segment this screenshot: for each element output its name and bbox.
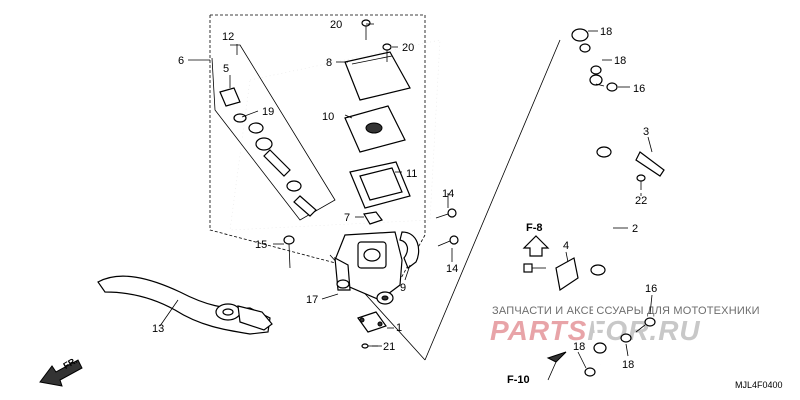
hose-clamp: [635, 151, 665, 177]
callout-12: 12: [222, 31, 234, 43]
callout-1: 1: [396, 322, 402, 334]
small-bracket: [363, 211, 383, 225]
pivot-bolt: [283, 235, 295, 269]
reference-f10: F-10: [507, 374, 530, 386]
washer-top-2: [590, 65, 602, 75]
cap-plate: [344, 105, 406, 153]
screw-top-center: [361, 19, 371, 40]
brake-lever: [97, 275, 273, 335]
callout-18-b: 18: [614, 55, 626, 67]
callout-21: 21: [383, 341, 395, 353]
seal-kit-bracket: [211, 44, 336, 221]
callout-7: 7: [344, 212, 350, 224]
brake-switch: [357, 311, 387, 333]
callout-3: 3: [643, 126, 649, 138]
f8-bolt: [523, 263, 546, 273]
callout-11: 11: [406, 168, 417, 180]
callout-8: 8: [326, 57, 332, 69]
callout-14-lower: 14: [446, 263, 458, 275]
holder-bolt-lower: [437, 235, 459, 247]
callout-22: 22: [635, 195, 647, 207]
f8-arrow: [522, 235, 550, 257]
callout-10: 10: [322, 111, 334, 123]
clamp-bolt: [636, 174, 646, 190]
callout-2: 2: [632, 223, 638, 235]
callout-14-upper: 14: [442, 188, 454, 200]
watermark-brand-part1: PARTS: [490, 315, 588, 346]
callout-17: 17: [306, 294, 318, 306]
watermark-brand-part2: FOR.RU: [587, 315, 701, 346]
master-cylinder-body: [334, 231, 403, 305]
leader-line-hose: [424, 39, 561, 361]
callout-16-lower: 16: [645, 283, 657, 295]
oil-bolt-lower: [635, 317, 656, 333]
callout-5: 5: [223, 63, 229, 75]
diagram-code: MJL4F0400: [735, 380, 783, 390]
oil-bolt-upper: [595, 82, 618, 92]
holder-bolt-upper: [435, 208, 457, 219]
callout-9: 9: [400, 282, 406, 294]
diaphragm: [349, 161, 411, 209]
callout-19: 19: [262, 106, 274, 118]
watermark-tagline: ЗАПЧАСТИ И АКСЕССУАРЫ ДЛЯ МОТОТЕХНИКИ: [492, 305, 760, 317]
callout-15: 15: [255, 239, 267, 251]
piston-set: [219, 87, 317, 217]
callout-4: 4: [563, 240, 569, 252]
callout-20-a: 20: [330, 19, 342, 31]
fr-arrow: [39, 359, 83, 387]
clamp-holder: [399, 231, 420, 269]
reference-f8: F-8: [526, 222, 543, 234]
f10-arrow: [546, 351, 567, 363]
watermark-brand: PARTSFOR.RU: [490, 315, 701, 347]
callout-16-upper: 16: [633, 83, 645, 95]
hose-guide: [555, 257, 579, 292]
brake-hose: [571, 28, 612, 366]
callout-20-b: 20: [402, 42, 414, 54]
background-dot-pattern: [229, 39, 441, 231]
washer-bottom-2: [584, 367, 596, 377]
callout-18-d: 18: [622, 359, 634, 371]
washer-bottom-1: [620, 333, 632, 343]
callout-13: 13: [152, 323, 164, 335]
washer-top-1: [579, 43, 591, 53]
reservoir-cap: [344, 51, 411, 101]
screw-top-right: [382, 43, 392, 62]
leader-lines: [188, 23, 653, 369]
callout-18-c: 18: [573, 341, 585, 353]
callout-18-a: 18: [600, 26, 612, 38]
callout-6: 6: [178, 55, 184, 67]
